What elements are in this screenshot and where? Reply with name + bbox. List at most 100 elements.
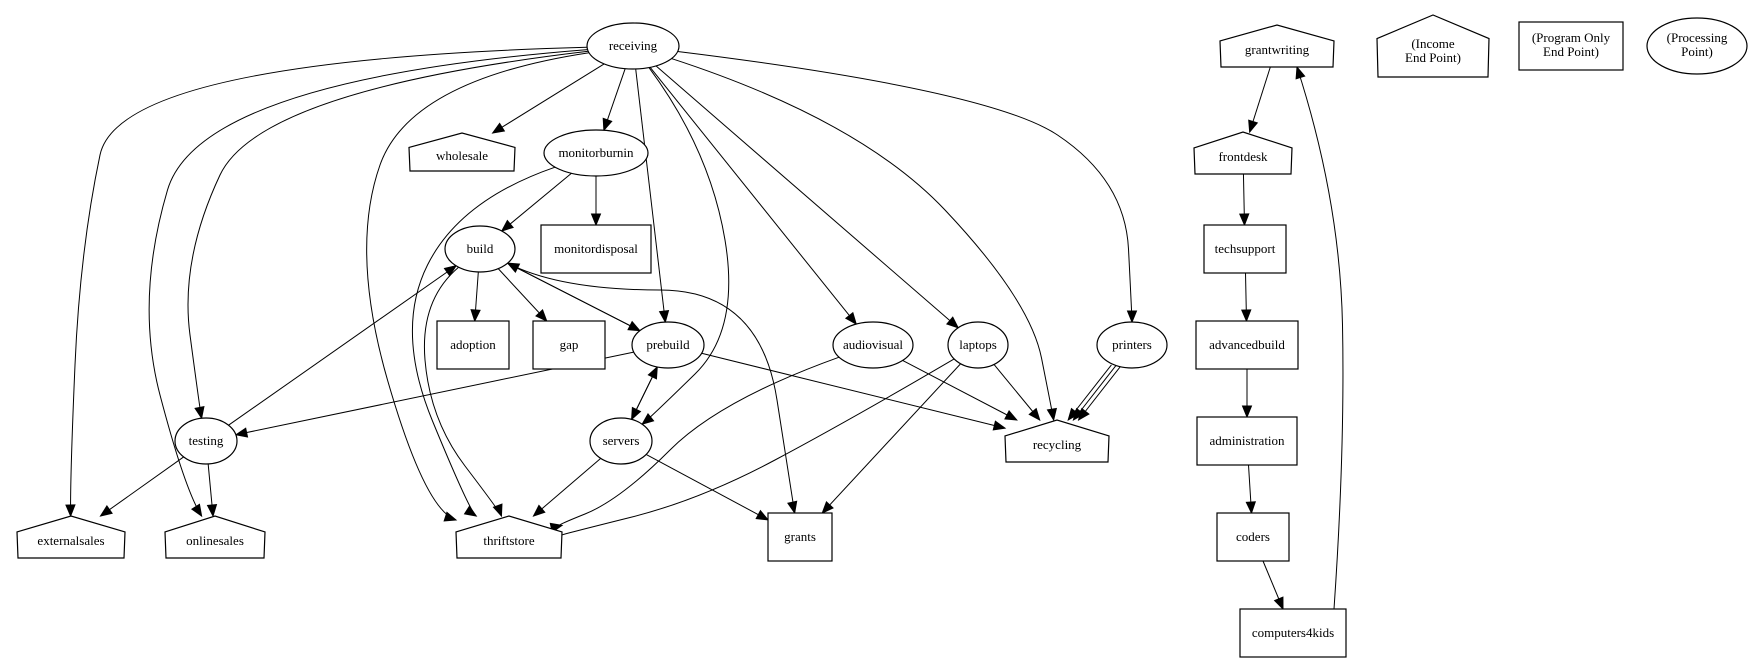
arrowhead-icon	[234, 427, 249, 438]
nodes-layer: receiving wholesale monitorburnin monitordi…	[16, 22, 1347, 658]
node-computers4kids[interactable]: computers4kids	[1239, 608, 1347, 658]
node-onlinesales-shape	[164, 515, 266, 559]
node-label: adoption	[450, 337, 496, 352]
edge-line	[366, 52, 590, 521]
edge-receiving-to-onlinesales	[148, 49, 588, 518]
edge-line	[187, 50, 589, 419]
edge-line	[902, 360, 1017, 421]
node-build[interactable]: build	[444, 225, 516, 273]
arrowhead-icon	[755, 509, 770, 521]
node-testing[interactable]: testing	[174, 417, 238, 465]
arrowhead-icon	[641, 412, 655, 426]
edge-line	[507, 262, 641, 332]
node-techsupport[interactable]: techsupport	[1203, 224, 1287, 274]
node-prebuild[interactable]: prebuild	[631, 321, 705, 369]
node-externalsales[interactable]: externalsales	[16, 515, 126, 559]
edge-line	[1067, 364, 1112, 421]
node-label: wholesale	[436, 148, 488, 163]
node-onlinesales[interactable]: onlinesales	[164, 515, 266, 559]
arrowhead-icon	[65, 504, 76, 518]
node-label: coders	[1236, 529, 1270, 544]
edge-line	[671, 58, 1055, 421]
node-label: externalsales	[37, 533, 104, 548]
node-wholesale[interactable]: wholesale	[408, 132, 516, 172]
edge-computers4kids-to-grantwriting	[1295, 65, 1344, 610]
node-grants[interactable]: grants	[767, 512, 833, 562]
node-label: audiovisual	[843, 337, 903, 352]
edge-prebuild-to-build	[506, 262, 641, 332]
edges-layer	[65, 46, 1344, 611]
node-label: advancedbuild	[1209, 337, 1285, 352]
node-thriftstore[interactable]: thriftstore	[455, 515, 563, 559]
edge-receiving-to-printers	[677, 51, 1138, 324]
edge-line	[993, 364, 1041, 421]
arrowhead-icon	[1004, 410, 1018, 421]
node-label: printers	[1112, 337, 1152, 352]
arrowhead-icon	[1067, 407, 1080, 422]
node-label: testing	[189, 433, 224, 448]
edge-line	[411, 166, 556, 517]
arrowhead-icon	[1239, 213, 1250, 227]
node-label: frontdesk	[1218, 149, 1268, 164]
edge-line	[492, 63, 605, 134]
node-grantwriting[interactable]: grantwriting	[1219, 24, 1335, 68]
arrowhead-icon	[1126, 310, 1138, 324]
node-coders[interactable]: coders	[1216, 512, 1290, 562]
edge-line	[507, 262, 796, 514]
node-monitordisposal[interactable]: monitordisposal	[540, 224, 652, 274]
node-servers[interactable]: servers	[589, 417, 653, 465]
arrowhead-icon	[190, 503, 203, 518]
edge-grantwriting-to-frontdesk	[1248, 66, 1271, 134]
arrowhead-icon	[658, 310, 670, 324]
edge-printers-to-recycling	[1072, 365, 1117, 422]
arrowhead-icon	[194, 405, 205, 420]
node-printers[interactable]: printers	[1096, 321, 1168, 369]
arrowhead-icon	[99, 505, 113, 517]
node-servers-shape	[589, 417, 653, 465]
edge-line	[558, 356, 840, 527]
edge-testing-to-onlinesales	[206, 463, 218, 518]
edge-receiving-to-wholesale	[491, 63, 605, 134]
node-laptops[interactable]: laptops	[947, 321, 1009, 369]
arrowhead-icon	[1028, 407, 1041, 422]
node-adoption[interactable]: adoption	[436, 320, 510, 370]
arrowhead-icon	[492, 503, 503, 518]
node-monitordisposal-shape	[540, 224, 652, 274]
edge-administration-to-coders	[1245, 464, 1257, 515]
node-monitorburnin[interactable]: monitorburnin	[543, 129, 649, 177]
node-receiving[interactable]: receiving	[586, 22, 680, 70]
node-advancedbuild[interactable]: advancedbuild	[1195, 320, 1299, 370]
edge-line	[655, 65, 959, 329]
arrowhead-icon	[992, 420, 1007, 431]
edge-receiving-to-laptops	[655, 65, 960, 329]
edge-printers-to-recycling	[1077, 365, 1122, 422]
arrowhead-icon	[1241, 405, 1253, 419]
edge-coders-to-computers4kids	[1262, 560, 1284, 611]
edge-receiving-to-prebuild	[635, 68, 670, 324]
node-grantwriting-shape	[1219, 24, 1335, 68]
node-advancedbuild-shape	[1195, 320, 1299, 370]
node-audiovisual[interactable]: audiovisual	[832, 321, 914, 369]
node-label: recycling	[1033, 437, 1082, 452]
edge-testing-to-build	[228, 265, 458, 426]
edge-servers-to-prebuild	[631, 365, 658, 420]
node-label: grants	[784, 529, 816, 544]
edge-line	[641, 67, 730, 425]
edge-techsupport-to-advancedbuild	[1241, 272, 1252, 323]
arrowhead-icon	[787, 500, 798, 515]
edge-build-to-gap	[497, 268, 548, 322]
node-gap[interactable]: gap	[532, 320, 606, 370]
node-label: prebuild	[646, 337, 690, 352]
arrowhead-icon	[1046, 407, 1058, 422]
edge-line	[649, 67, 857, 325]
arrowhead-icon	[532, 504, 546, 517]
edge-build-to-adoption	[470, 271, 481, 323]
arrowhead-icon	[1273, 596, 1284, 611]
node-thriftstore-shape	[455, 515, 563, 559]
node-frontdesk[interactable]: frontdesk	[1193, 131, 1293, 175]
node-coders-shape	[1216, 512, 1290, 562]
node-gap-shape	[532, 320, 606, 370]
node-recycling[interactable]: recycling	[1004, 419, 1110, 463]
node-administration[interactable]: administration	[1196, 416, 1298, 466]
